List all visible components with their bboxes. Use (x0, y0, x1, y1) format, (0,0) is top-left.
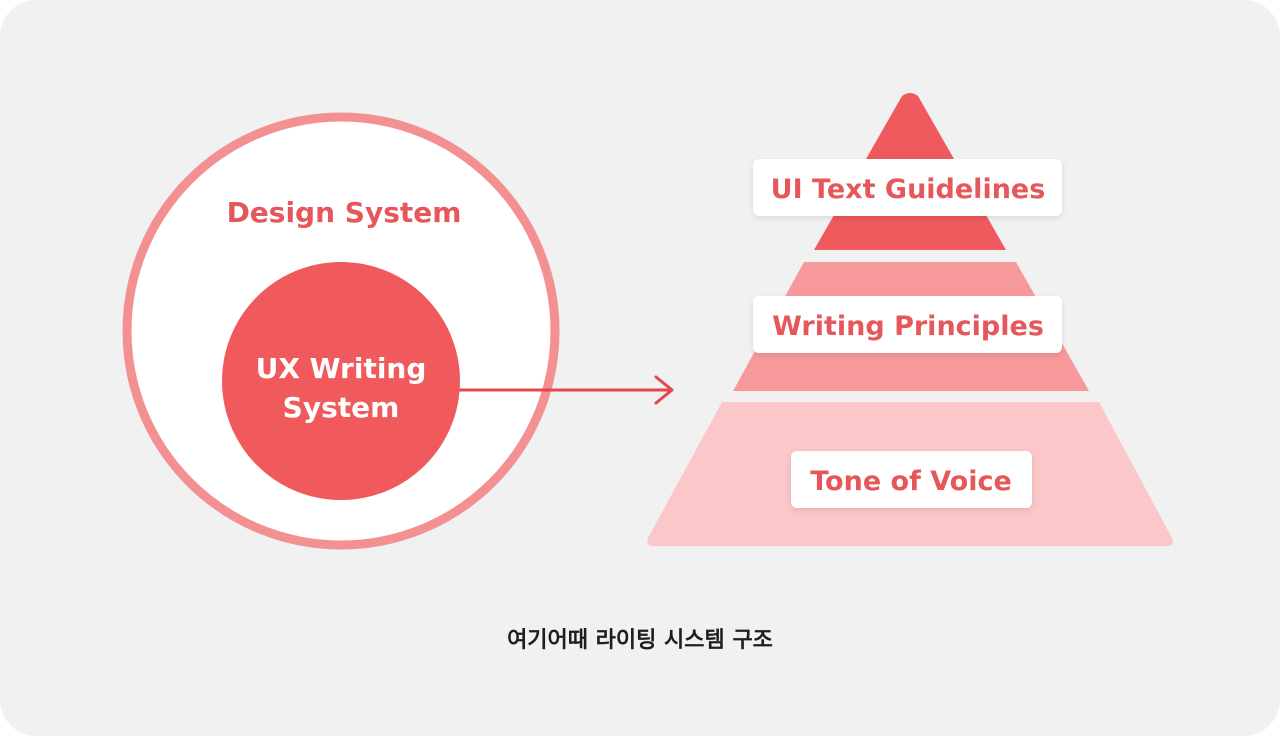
ux-writing-system-circle (222, 262, 460, 500)
ux-writing-label-line2: System (283, 391, 400, 424)
design-system-label: Design System (227, 196, 462, 229)
diagram-caption: 여기어때 라이팅 시스템 구조 (507, 628, 773, 653)
pyramid-label-ui-text-guidelines: UI Text Guidelines (771, 174, 1046, 205)
ux-writing-label-line1: UX Writing (256, 352, 427, 385)
pyramid-label-writing-principles: Writing Principles (772, 311, 1044, 342)
pyramid-card-writing-principles (753, 296, 1062, 353)
pyramid-label-tone-of-voice: Tone of Voice (810, 466, 1012, 497)
pyramid-card-tone-of-voice (791, 451, 1032, 508)
pyramid-card-ui-text-guidelines (753, 159, 1062, 216)
